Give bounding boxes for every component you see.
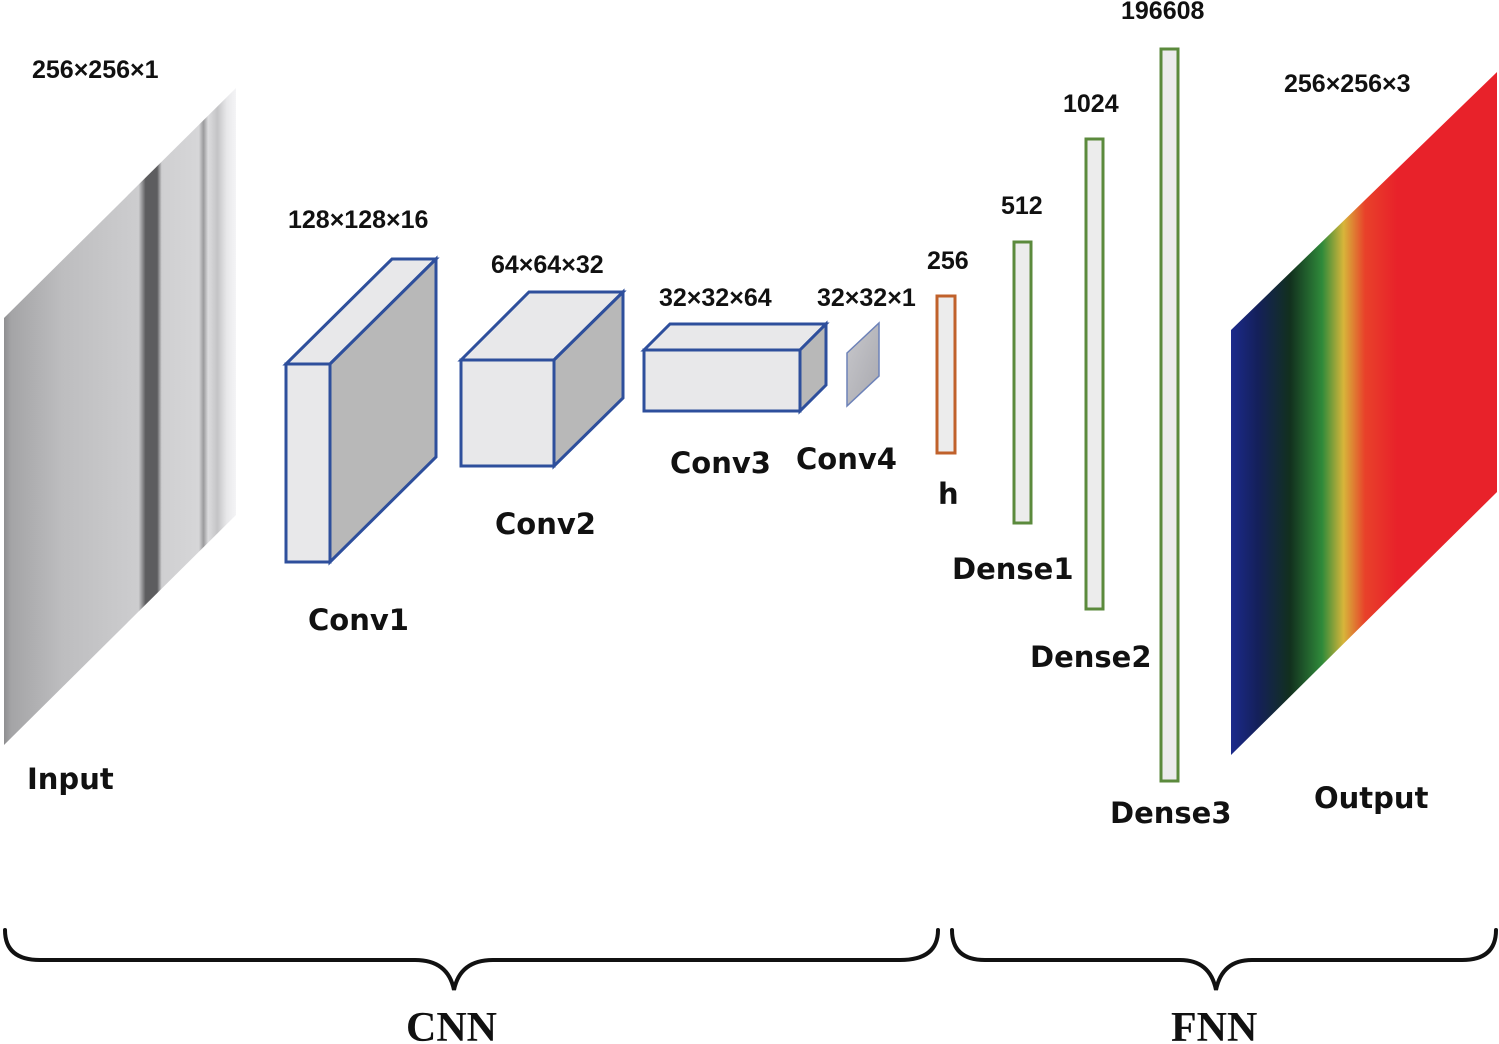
conv4-dims: 32×32×1 [817,284,916,312]
conv4-label: Conv4 [796,442,897,476]
fnn-brace [950,928,1498,991]
h-size: 256 [927,247,969,275]
conv1-dims: 128×128×16 [288,206,428,234]
dense1-size: 512 [1001,192,1043,220]
conv4-slab [846,321,880,408]
dense2-bar [1084,137,1105,611]
conv2-dims: 64×64×32 [491,251,604,279]
h-label: h [938,477,959,511]
conv2-layer [457,288,627,470]
conv4-layer [846,321,880,408]
conv3-label: Conv3 [670,446,771,480]
input-layer: 256×256×1 Input [4,56,236,796]
conv1-front-face [284,362,332,564]
conv3-top-face [640,322,830,352]
dense2-size: 1024 [1063,90,1119,118]
output-slab [1231,72,1497,755]
input-label: Input [27,762,114,796]
dense3-label: Dense3 [1110,796,1232,830]
cnn-brace [3,928,940,991]
conv3-dims: 32×32×64 [659,284,772,312]
input-dims: 256×256×1 [32,56,159,84]
output-layer: 256×256×3 Output [1231,70,1497,815]
input-slab [4,88,236,745]
dense1-label: Dense1 [952,552,1074,586]
output-label: Output [1314,781,1429,815]
dense3-size: 196608 [1121,0,1205,25]
h-layer-bar [935,294,957,455]
cnn-section-label: CNN [406,1005,497,1044]
conv2-front-face [459,358,556,468]
conv2-label: Conv2 [495,507,596,541]
output-dims: 256×256×3 [1284,70,1411,98]
conv1-label: Conv1 [308,603,409,637]
conv1-layer [282,255,440,566]
fnn-section-label: FNN [1171,1005,1257,1044]
dense3-bar [1159,47,1180,783]
conv3-layer [640,320,830,415]
dense2-label: Dense2 [1030,640,1152,674]
conv3-front-face [642,348,802,413]
dense1-bar [1012,240,1033,525]
